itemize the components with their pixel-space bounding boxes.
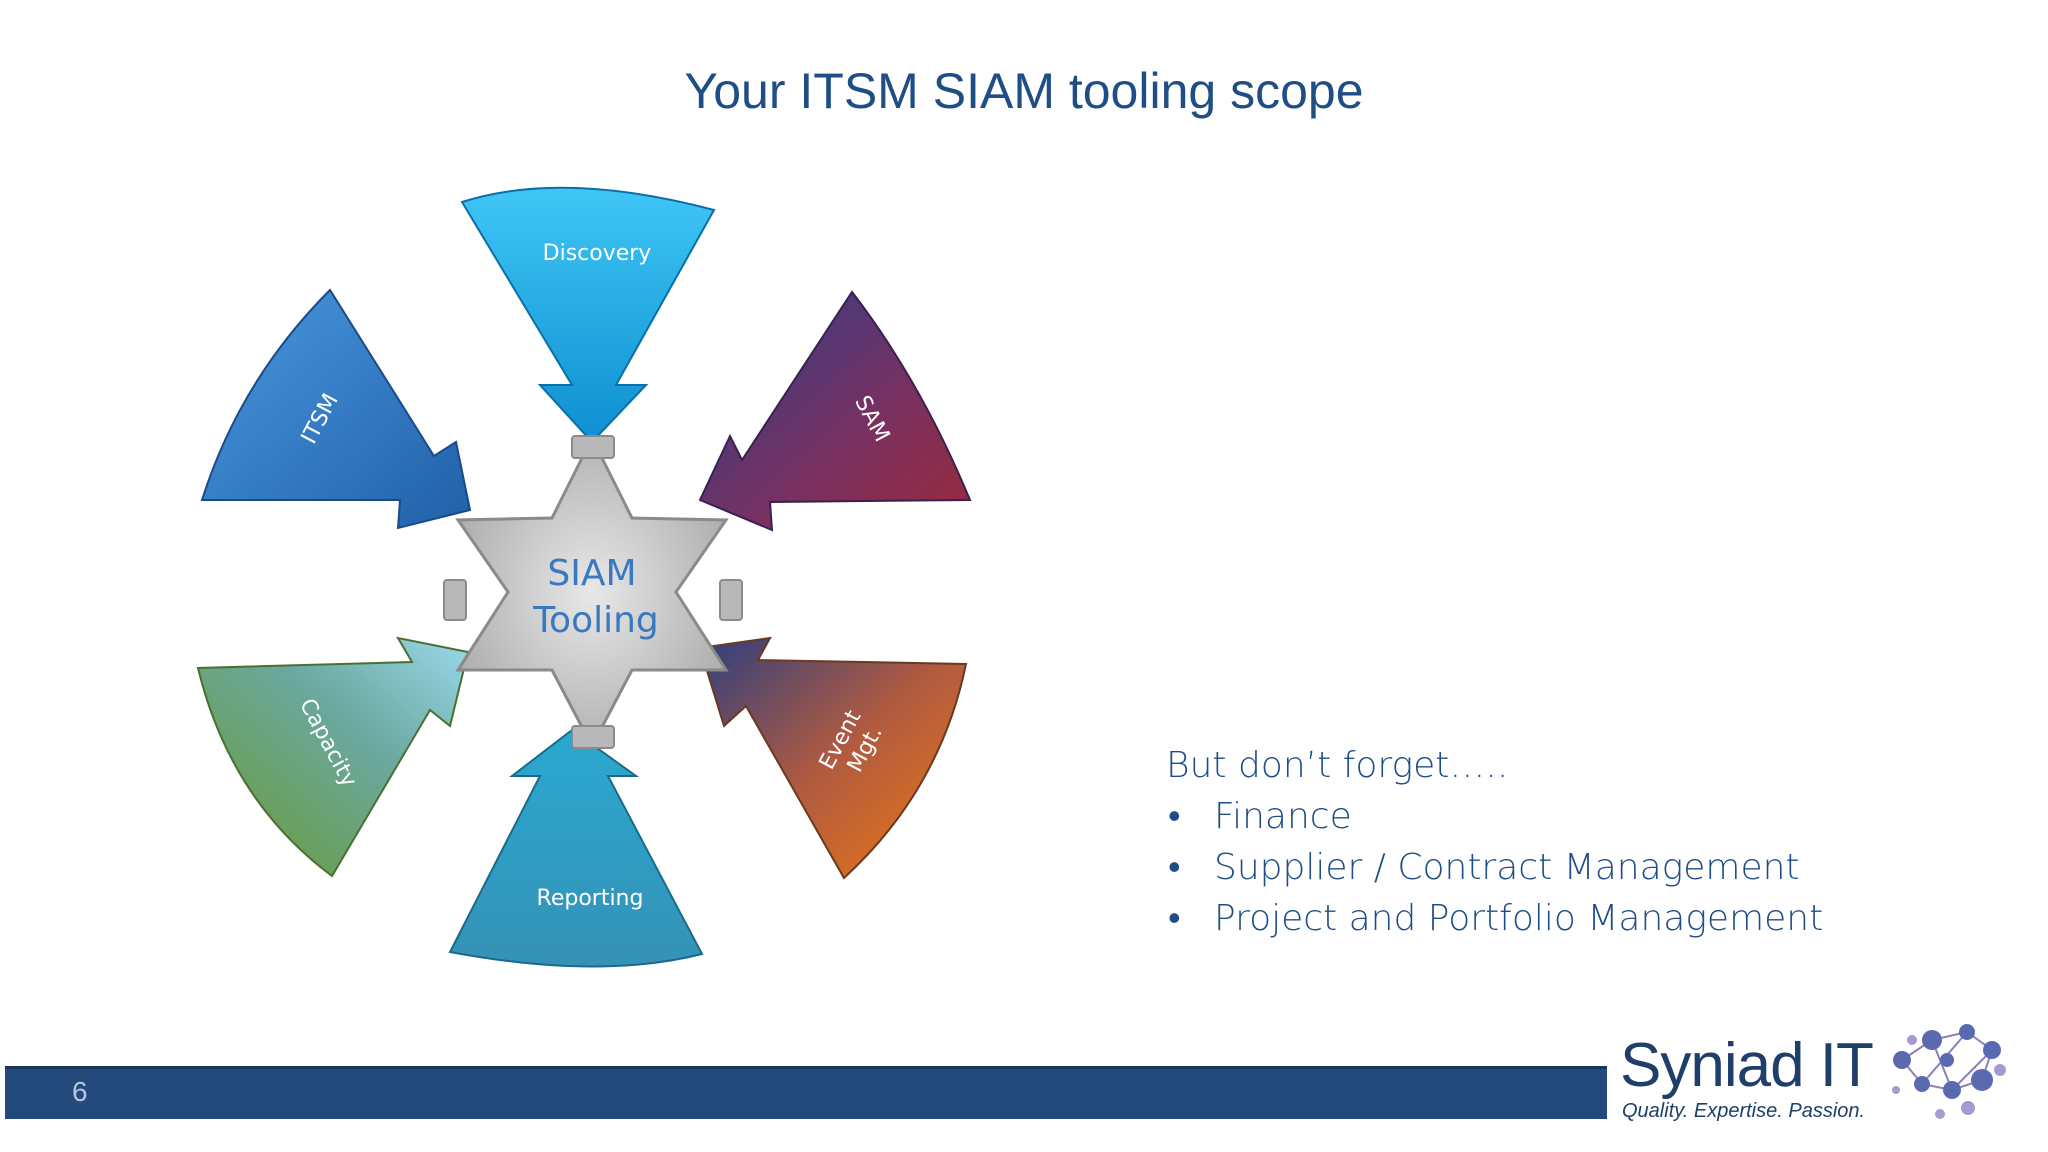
bullet-icon: • xyxy=(1168,796,1181,837)
hub-label-line1: SIAM xyxy=(547,553,636,594)
event-mgt-arrow: Event Mgt. xyxy=(698,636,968,880)
reporting-label: Reporting xyxy=(537,886,644,911)
logo-tagline: Quality. Expertise. Passion. xyxy=(1622,1100,1866,1122)
list-item: • Project and Portfolio Management xyxy=(1166,893,1823,944)
notes-heading: But don’t forget….. xyxy=(1166,745,1509,786)
list-item-text: Supplier / Contract Management xyxy=(1214,847,1800,888)
siam-tooling-diagram: Discovery SAM Event Mgt. Reporting Capac… xyxy=(180,160,1010,1010)
notes-list: • Finance • Supplier / Contract Management… xyxy=(1166,791,1823,944)
bullet-icon: • xyxy=(1168,847,1181,888)
reporting-arrow: Reporting xyxy=(448,728,704,968)
hub-label-line2: Tooling xyxy=(532,600,659,641)
reminder-notes: But don’t forget….. • Finance • Supplier /… xyxy=(1166,740,1823,944)
sam-arrow: SAM xyxy=(698,290,972,532)
bullet-icon: • xyxy=(1168,898,1181,939)
list-item: • Supplier / Contract Management xyxy=(1166,842,1823,893)
slide-title: Your ITSM SIAM tooling scope xyxy=(684,63,1364,119)
company-logo: Syniad IT Quality. Expertise. Passion. xyxy=(1616,1010,2016,1130)
siam-tooling-hub: SIAM Tooling xyxy=(443,434,743,750)
logo-name: Syniad IT xyxy=(1620,1031,1874,1100)
page-number: 6 xyxy=(72,1076,88,1107)
itsm-arrow: ITSM xyxy=(200,288,472,530)
list-item: • Finance xyxy=(1166,791,1823,842)
discovery-arrow: Discovery xyxy=(460,186,716,444)
molecule-icon xyxy=(1892,1024,2006,1119)
list-item-text: Project and Portfolio Management xyxy=(1214,898,1824,939)
capacity-arrow: Capacity xyxy=(196,636,470,878)
list-item-text: Finance xyxy=(1214,796,1352,837)
footer-bar xyxy=(5,1066,1607,1119)
discovery-label: Discovery xyxy=(543,241,652,266)
